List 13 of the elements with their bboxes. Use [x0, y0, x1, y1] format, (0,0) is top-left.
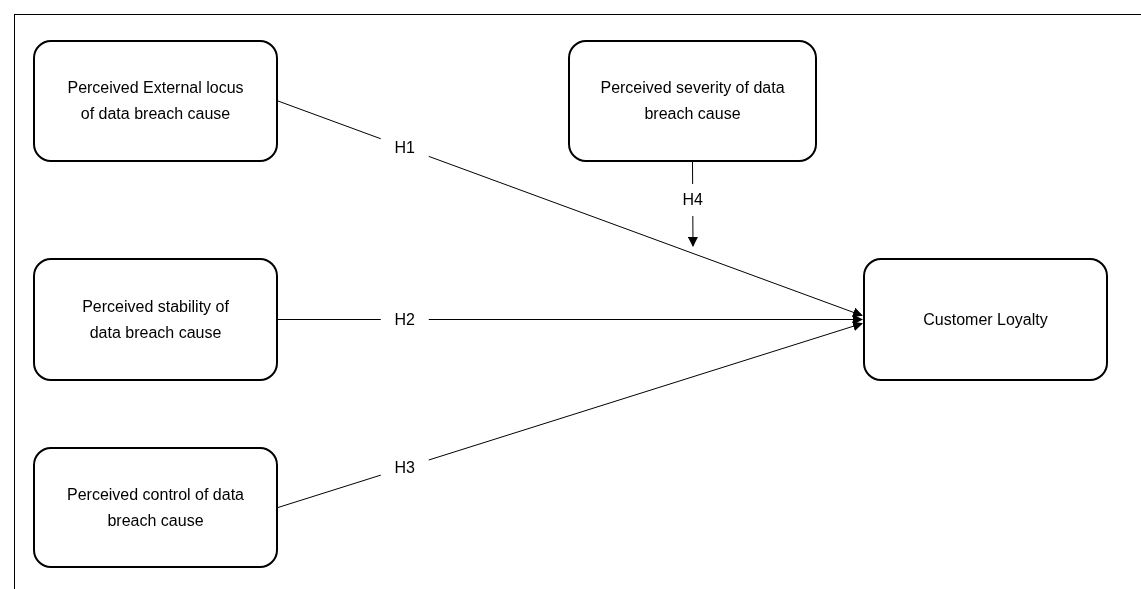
rounded-box — [33, 258, 278, 381]
rounded-box — [568, 40, 817, 162]
arrow — [277, 314, 863, 325]
rounded-box — [33, 447, 278, 568]
box-text: Perceived External locus of data breach cause — [66, 78, 245, 124]
box-text: Customer Loyalty — [922, 309, 1049, 330]
arrow — [277, 100, 863, 318]
arrow — [277, 321, 863, 508]
box-text: Perceived stability of data breach cause — [81, 296, 230, 343]
rounded-box — [863, 258, 1108, 381]
rounded-box — [33, 40, 278, 162]
box-text: Perceived control of data breach cause — [66, 484, 245, 531]
box-text: Perceived severity of data breach cause — [599, 78, 786, 124]
